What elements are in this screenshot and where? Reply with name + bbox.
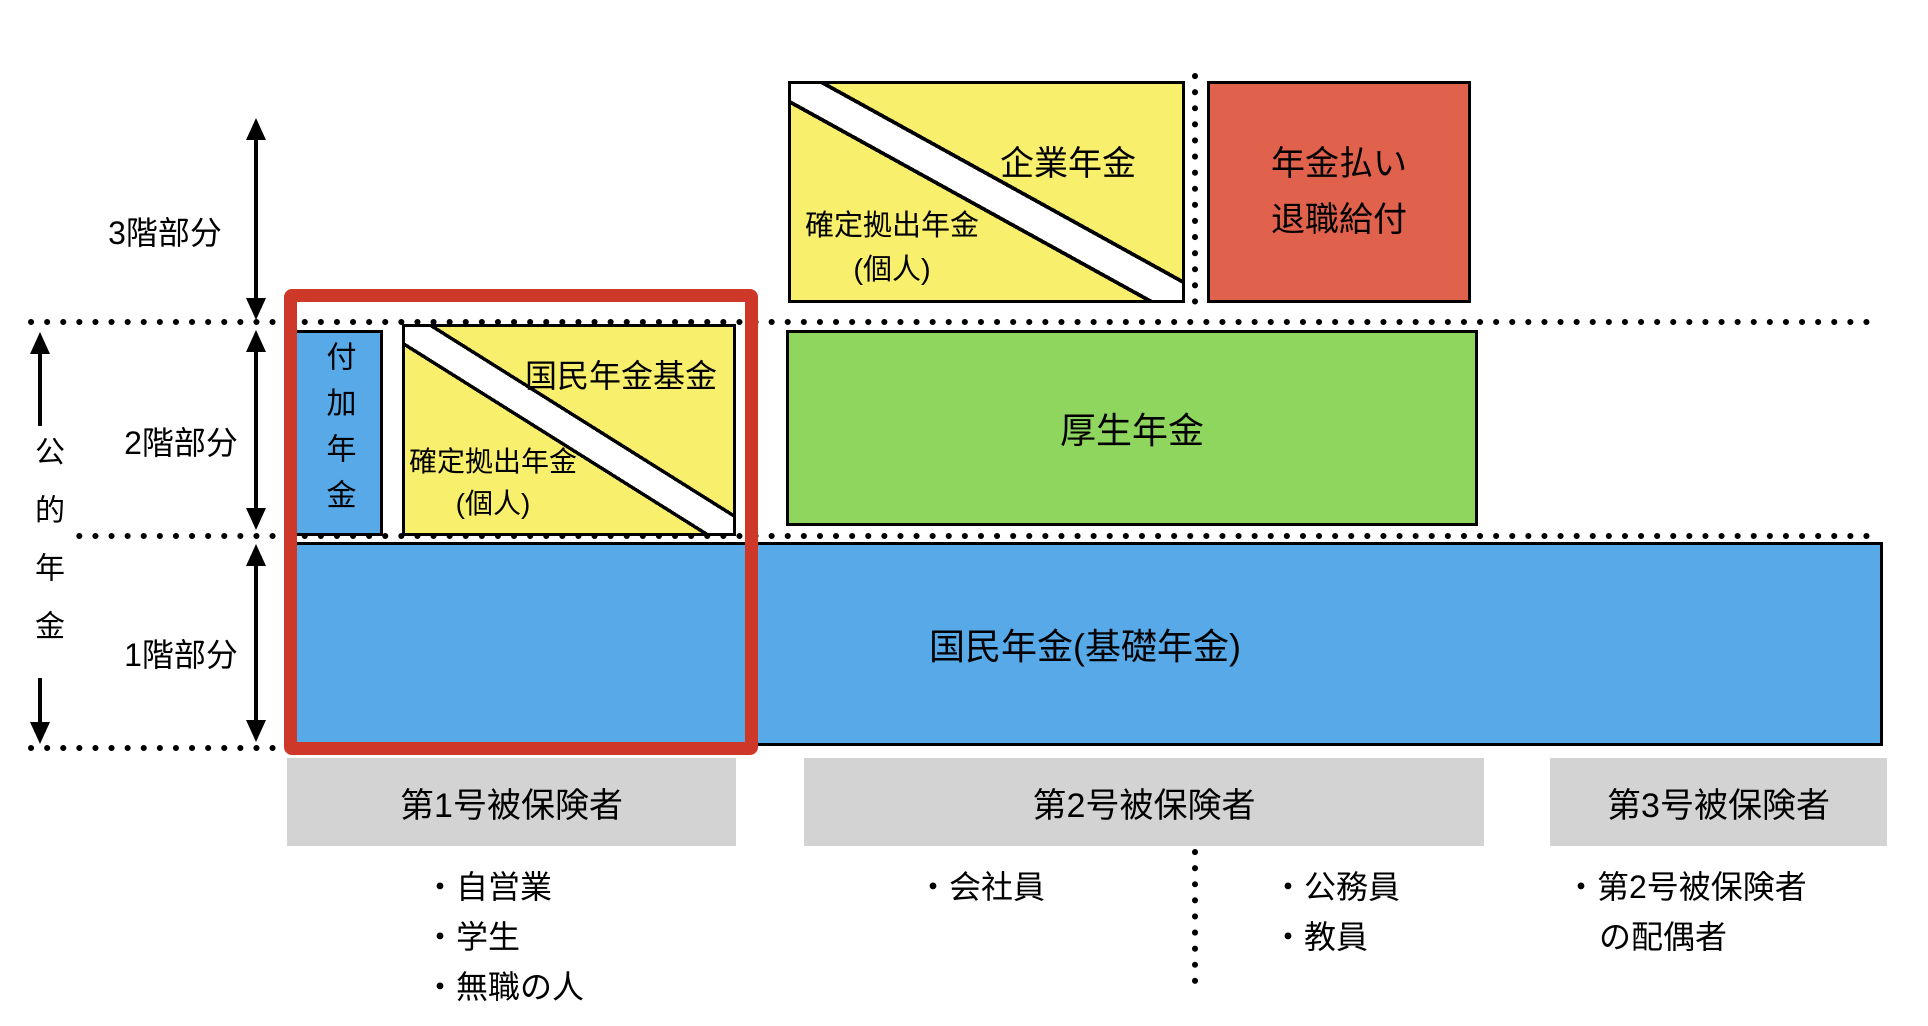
category1-highlight-frame [284, 289, 758, 755]
retirement-benefit-line1: 年金払い [1271, 144, 1407, 183]
corporate-pension-box: 企業年金 確定拠出年金 (個人) [788, 81, 1185, 303]
public-pension-label: 公的年金 [20, 426, 72, 678]
category2-bar: 第2号被保険者 [804, 758, 1484, 846]
retirement-benefit-box: 年金払い 退職給付 [1207, 81, 1471, 303]
list-item: ・学生 [424, 919, 521, 955]
dc-pension-individual-label-top: 確定拠出年金 (個人) [805, 205, 979, 292]
kiso-nenkin-box: 国民年金(基礎年金) [287, 542, 1883, 746]
list-item: ・無職の人 [424, 969, 585, 1005]
tier3-label: 3階部分 [108, 215, 222, 251]
tier2-label: 2階部分 [124, 425, 238, 461]
category2-examples-right: ・公務員 ・教員 [1272, 862, 1400, 962]
category3-bar: 第3号被保険者 [1550, 758, 1887, 846]
retirement-benefit-line2: 退職給付 [1271, 201, 1407, 239]
dc-pension-line1: 確定拠出年金 [805, 210, 980, 242]
dc-pension-individual-label-mid: 確定拠出年金 (個人) [409, 441, 577, 525]
list-item: ・自営業 [424, 869, 553, 905]
dc-pension-mid-line2: (個人) [455, 488, 531, 519]
list-item: ・教員 [1272, 919, 1369, 955]
category3-examples: ・第2号被保険者 の配偶者 [1565, 862, 1807, 962]
tier3-arrow [246, 118, 266, 320]
list-item: ・会社員 [917, 869, 1046, 905]
list-item: ・公務員 [1272, 869, 1401, 905]
corporate-pension-label: 企業年金 [1000, 145, 1136, 183]
category2-examples-left: ・会社員 [917, 862, 1045, 912]
list-item: の配偶者 [1599, 919, 1728, 955]
kiso-nenkin-label: 国民年金(基礎年金) [929, 626, 1241, 667]
kokumin-nenkin-kikin-box: 国民年金基金 確定拠出年金 (個人) [402, 324, 736, 536]
category1-examples: ・自営業 ・学生 ・無職の人 [424, 862, 584, 1012]
list-item: ・第2号被保険者 [1565, 869, 1807, 905]
kosei-nenkin-label: 厚生年金 [1059, 410, 1204, 451]
dc-pension-line2: (個人) [853, 253, 931, 286]
dc-pension-mid-line1: 確定拠出年金 [409, 446, 578, 477]
category1-bar: 第1号被保険者 [287, 758, 736, 846]
fuka-nenkin-box: 付加年金 [292, 330, 383, 536]
fuka-nenkin-label: 付加年金 [321, 341, 355, 525]
kosei-nenkin-box: 厚生年金 [786, 330, 1478, 526]
tier1-label: 1階部分 [124, 637, 238, 673]
kokumin-nenkin-kikin-label: 国民年金基金 [524, 358, 717, 394]
